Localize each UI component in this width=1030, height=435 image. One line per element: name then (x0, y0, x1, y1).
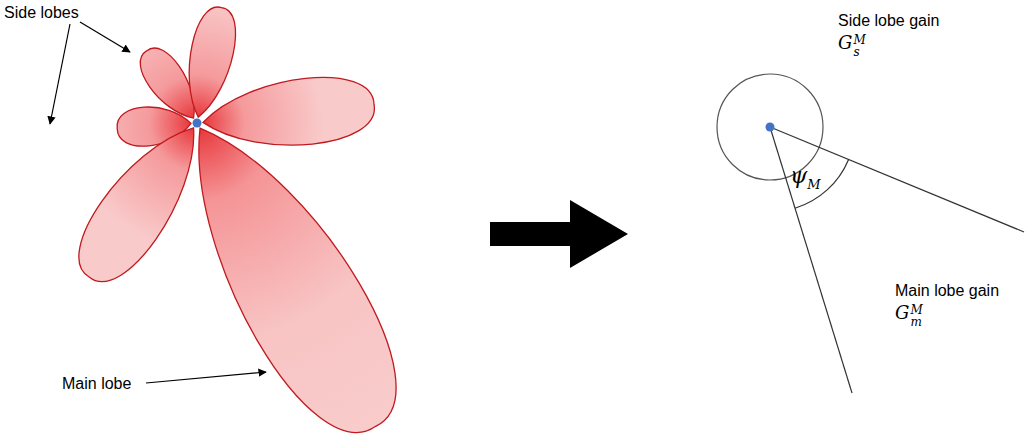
superscript: M (910, 304, 922, 316)
subscript: s (853, 46, 865, 58)
gain-symbol: GMm (895, 302, 923, 328)
symbol-base: G (838, 32, 852, 53)
gain-text: Main lobe gain (895, 282, 999, 299)
leader-line (50, 24, 70, 124)
main-lobe (150, 98, 426, 435)
antenna-dot (193, 119, 202, 128)
antenna-dot (766, 123, 775, 132)
beam-edge (770, 127, 852, 393)
radiation-pattern (62, 3, 426, 435)
callout-label: Main lobe (62, 374, 131, 394)
gain-label: Side lobe gain GMs (838, 10, 956, 58)
angle-symbol: ψ (790, 163, 807, 188)
gain-text: Side lobe gain (838, 12, 939, 29)
gain-symbol: GMs (838, 32, 866, 58)
leader-line (80, 22, 130, 52)
gain-label: Main lobe gain GMm (895, 280, 1020, 328)
side-lobe-circle (717, 74, 823, 180)
leader-line (146, 372, 266, 383)
subscript: m (910, 316, 922, 328)
transform-arrow (490, 200, 628, 268)
script-stack: Ms (853, 34, 865, 58)
superscript: M (853, 34, 865, 46)
callout-label: Side lobes (4, 3, 79, 23)
angle-label: ψM (790, 166, 821, 195)
script-stack: Mm (910, 304, 922, 328)
beam-edge (770, 127, 1024, 232)
subscript: M (807, 177, 820, 192)
symbol-base: G (895, 302, 909, 323)
side-lobe (62, 109, 220, 296)
